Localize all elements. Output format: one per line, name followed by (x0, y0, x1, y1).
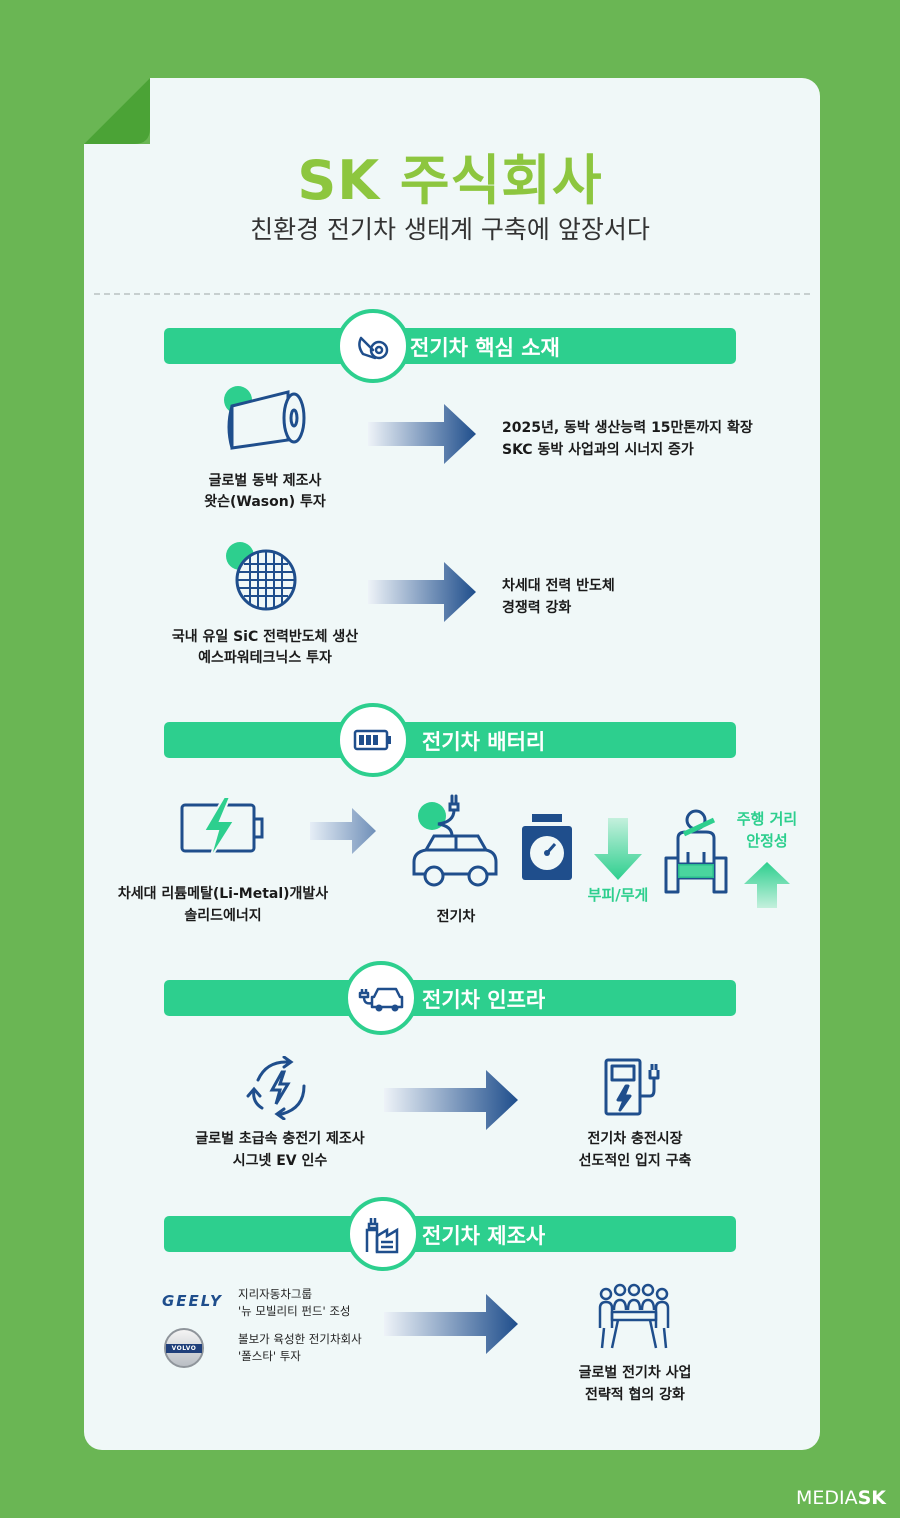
right-arrow-icon (310, 808, 376, 854)
materials-item2-right-1: 차세대 전력 반도체 (502, 578, 615, 594)
foil-roll-icon (358, 336, 389, 360)
volvo-logo-text: VOLVO (166, 1343, 202, 1353)
makers-right-2: 전략적 협의 강화 (585, 1387, 685, 1403)
infra-right-1: 전기차 충전시장 (587, 1131, 683, 1147)
folded-corner-icon (84, 78, 150, 144)
volvo-text-2: '폴스타' 투자 (238, 1349, 301, 1363)
materials-item2-left-2: 예스파워테크닉스 투자 (198, 650, 332, 666)
dashed-divider (94, 293, 810, 295)
down-arrow-icon (594, 818, 642, 880)
section-heading-makers: 전기차 제조사 (422, 1224, 546, 1248)
seatbelt-person-icon (664, 809, 728, 894)
battery-left-1: 차세대 리튬메탈(Li-Metal)개발사 (117, 886, 329, 902)
right-arrow-icon (368, 562, 476, 622)
geely-logo: GEELY (162, 1292, 223, 1310)
right-arrow-icon (368, 404, 476, 464)
battery-icon (353, 729, 391, 751)
materials-item2-right-2: 경쟁력 강화 (502, 600, 572, 616)
materials-item1-right-1: 2025년, 동박 생산능력 15만톤까지 확장 (502, 420, 753, 436)
right-arrow-icon (384, 1294, 518, 1354)
makers-right-1: 글로벌 전기차 사업 (578, 1365, 692, 1381)
battery-badge (336, 703, 410, 777)
meeting-icon (598, 1283, 670, 1349)
battery-up-label-2: 안정성 (746, 832, 788, 850)
section-bar-makers (164, 1216, 736, 1252)
materials-item1-left-2: 왓슨(Wason) 투자 (204, 494, 326, 510)
electric-car-icon (412, 794, 498, 887)
charging-station-icon (604, 1058, 660, 1116)
geely-text-2: '뉴 모빌리티 펀드' 조성 (238, 1304, 351, 1318)
page-title: SK 주식회사 (297, 149, 603, 212)
battery-down-label: 부피/무게 (587, 886, 649, 904)
battery-up-label-1: 주행 거리 (736, 810, 798, 828)
materials-item1-left-1: 글로벌 동박 제조사 (208, 473, 322, 489)
makers-badge (346, 1197, 420, 1271)
geely-text-1: 지리자동차그룹 (238, 1287, 313, 1301)
section-heading-materials: 전기차 핵심 소재 (410, 336, 560, 360)
materials-item1-right-2: SKC 동박 사업과의 시너지 증가 (502, 442, 694, 458)
battery-left-2: 솔리드에너지 (184, 908, 262, 924)
weight-scale-icon (522, 814, 572, 880)
footer-brand: MEDIASK (796, 1487, 886, 1509)
materials-badge (336, 309, 410, 383)
footer-media: MEDIA (795, 1487, 858, 1509)
infra-badge (344, 961, 418, 1035)
infra-left-1: 글로벌 초급속 충전기 제조사 (195, 1131, 365, 1147)
recycle-charge-icon (246, 1056, 306, 1120)
footer-sk: SK (857, 1487, 886, 1509)
infra-right-2: 선도적인 입지 구축 (578, 1153, 692, 1169)
up-arrow-icon (744, 862, 790, 908)
section-heading-battery: 전기차 배터리 (422, 730, 546, 754)
wafer-grid-icon (226, 542, 297, 611)
volvo-logo: VOLVO (164, 1328, 204, 1368)
section-bar-materials (164, 328, 736, 364)
charging-battery-icon (180, 796, 264, 860)
ev-car-plug-icon (358, 987, 404, 1012)
section-bar-battery (164, 722, 736, 758)
factory-icon (365, 1218, 399, 1254)
battery-car-label: 전기차 (436, 909, 476, 925)
materials-item2-left-1: 국내 유일 SiC 전력반도체 생산 (171, 629, 359, 645)
right-arrow-icon (384, 1070, 518, 1130)
page-subtitle: 친환경 전기차 생태계 구축에 앞장서다 (250, 215, 650, 244)
infra-left-2: 시그넷 EV 인수 (232, 1153, 328, 1169)
section-heading-infra: 전기차 인프라 (422, 988, 546, 1012)
section-bar-infra (164, 980, 736, 1016)
volvo-text-1: 볼보가 육성한 전기차회사 (238, 1332, 362, 1346)
foil-roll-icon (224, 386, 306, 450)
